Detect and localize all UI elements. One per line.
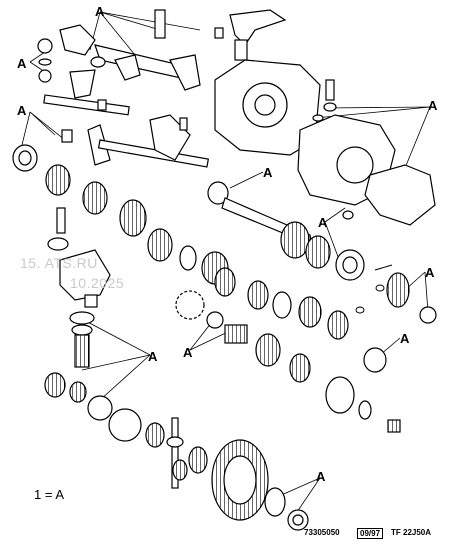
footer-figure-ref: TF 22J50A (391, 528, 432, 537)
speedometer-drive-housing (59, 249, 111, 301)
gear-2 (82, 181, 108, 215)
lock-nut (387, 419, 401, 433)
sec-bearing (363, 347, 387, 373)
spring-seat (37, 38, 53, 54)
planet-gear (145, 422, 165, 448)
rod-clip (61, 129, 73, 143)
selector-rod (43, 94, 130, 116)
callout-a-shaft: A (263, 165, 273, 180)
misc-small-parts (355, 264, 393, 314)
fork-link (114, 54, 141, 81)
watermark-line-1: 15. ATS.RU (20, 255, 98, 271)
diff-gear-small (69, 381, 87, 403)
lever-spindle (234, 39, 248, 61)
ring-gear-hub (223, 455, 257, 505)
wire-clip (374, 264, 393, 271)
gear-4 (147, 228, 173, 262)
selector-fork-top (169, 54, 201, 91)
bearing-left-inner (18, 150, 32, 166)
selector-shaft-mid (97, 139, 210, 168)
speedo-pinion (74, 334, 90, 368)
callout-a-mid-lower: A (183, 345, 193, 360)
secondary-shaft-assembly (175, 267, 401, 433)
left-lower-components (44, 207, 208, 489)
detent-pin (154, 9, 166, 39)
sec-gear-2 (247, 280, 269, 310)
casing-bore (336, 146, 374, 184)
shaft-gear-2 (305, 235, 331, 269)
diff-gear-left (44, 372, 66, 398)
breather-pipe (325, 79, 335, 101)
sec-gear-1 (214, 267, 236, 297)
dowel (375, 284, 385, 292)
callout-a-right-lower: A (400, 331, 410, 346)
gear-selector-housing (59, 24, 96, 56)
synchro-ring (179, 245, 197, 271)
fork-screw (179, 117, 188, 131)
callout-a-bottom: A (316, 469, 326, 484)
small-pin (214, 27, 224, 39)
callout-a-center: A (318, 215, 328, 230)
diff-bearing-right (264, 487, 286, 517)
gear-end (386, 272, 410, 308)
end-nut (419, 306, 437, 324)
sec-gear-6 (289, 353, 311, 383)
seal-ring (312, 114, 324, 122)
thrust-washer (108, 408, 142, 442)
callout-a-left: A (17, 56, 27, 71)
circlip-dashed (175, 290, 205, 320)
selector-forks-group (37, 9, 287, 168)
dowel-2 (355, 306, 365, 314)
o-ring (69, 311, 95, 325)
washer-small (342, 210, 354, 220)
circlip (206, 311, 224, 329)
fork-bush (90, 56, 106, 68)
needle-bearing (224, 324, 248, 344)
washer-bolt (47, 237, 69, 251)
diff-bearing-left (87, 395, 113, 421)
leader-lines (21, 11, 431, 516)
interlock-plate (69, 69, 96, 99)
callout-a-left-mid: A (17, 103, 27, 118)
seal-ring-lower (71, 324, 93, 336)
spacer (358, 400, 372, 420)
pin-washer (166, 436, 184, 448)
rod-pin (97, 99, 107, 111)
callout-a-top: A (95, 4, 105, 19)
sec-gear-3 (298, 296, 322, 328)
rear-cover (364, 164, 436, 226)
sec-gear-4 (327, 310, 349, 340)
sec-gear-5 (255, 333, 281, 367)
sec-hub (272, 291, 292, 319)
final-drive-group (211, 439, 309, 531)
speedo-nut (84, 294, 98, 308)
bearing-right-inner (342, 256, 358, 274)
callout-a-right-top: A (428, 98, 438, 113)
clutch-housing-inner-bore (254, 94, 276, 116)
oil-seal-small (323, 102, 337, 112)
gear-3 (119, 199, 147, 237)
gear-1 (45, 164, 71, 196)
spring-seat-lower (38, 69, 52, 83)
callout-a-right: A (425, 265, 435, 280)
shaft-gear (280, 221, 310, 259)
selector-lever (229, 9, 287, 46)
legend-text: 1 = A (34, 487, 64, 502)
footer-date-code: 09/97 (357, 528, 384, 539)
oil-seal-right-inner (292, 514, 304, 526)
sun-gear (188, 446, 208, 474)
gearbox-housings (214, 59, 436, 226)
bolt (56, 207, 66, 234)
watermark-line-2: 10.2025 (70, 275, 125, 291)
diff-shaft (171, 417, 179, 489)
footer-part-number: 73305050 (304, 528, 340, 537)
synchro-sleeve (325, 376, 355, 414)
bearing-shaft (207, 181, 229, 205)
spring-washer (38, 58, 52, 66)
callout-a-left-lower: A (148, 349, 158, 364)
planet-gear-lower (172, 459, 188, 481)
